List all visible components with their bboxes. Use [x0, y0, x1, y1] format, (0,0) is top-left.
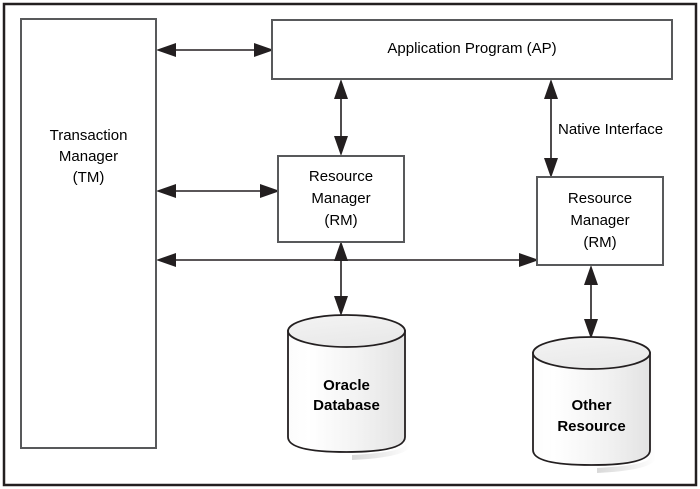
rm-right-label-line2: Manager: [570, 212, 629, 229]
node-resource-manager-right[interactable]: Resource Manager (RM): [536, 176, 664, 266]
native-interface-label: Native Interface: [558, 121, 663, 138]
other-resource-label-line1: Other: [571, 397, 611, 414]
oracle-db-top: [287, 314, 406, 348]
other-resource-label-line2: Resource: [557, 418, 625, 435]
other-resource-top: [532, 336, 651, 370]
rm-right-label-line1: Resource: [568, 190, 632, 207]
node-resource-manager-left[interactable]: Resource Manager (RM): [277, 155, 405, 243]
node-other-resource[interactable]: Other Resource: [532, 336, 656, 473]
connector-ap-rm-left: [334, 79, 348, 156]
connector-tm-rm-left: [156, 184, 280, 198]
oracle-db-label-line1: Oracle: [323, 377, 370, 394]
rm-left-label-line3: (RM): [324, 212, 357, 229]
node-application-program[interactable]: Application Program (AP): [271, 19, 673, 80]
node-oracle-database[interactable]: Oracle Database: [287, 314, 411, 460]
connector-rm-right-other: [584, 265, 598, 339]
rm-right-label-line3: (RM): [583, 234, 616, 251]
tm-label-line3: (TM): [73, 169, 105, 186]
other-resource-body: [532, 352, 651, 466]
oracle-db-label-line2: Database: [313, 397, 380, 414]
ap-label: Application Program (AP): [387, 40, 556, 57]
oracle-db-body: [287, 330, 406, 453]
node-transaction-manager[interactable]: Transaction Manager (TM): [20, 18, 157, 449]
connector-ap-rm-right: [544, 79, 558, 178]
tm-label-line2: Manager: [59, 148, 118, 165]
connector-rm-left-oracle: [334, 241, 348, 316]
rm-left-label-line2: Manager: [311, 190, 370, 207]
rm-left-label-line1: Resource: [309, 168, 373, 185]
connector-tm-ap: [156, 43, 274, 57]
tm-label-line1: Transaction: [50, 127, 128, 144]
